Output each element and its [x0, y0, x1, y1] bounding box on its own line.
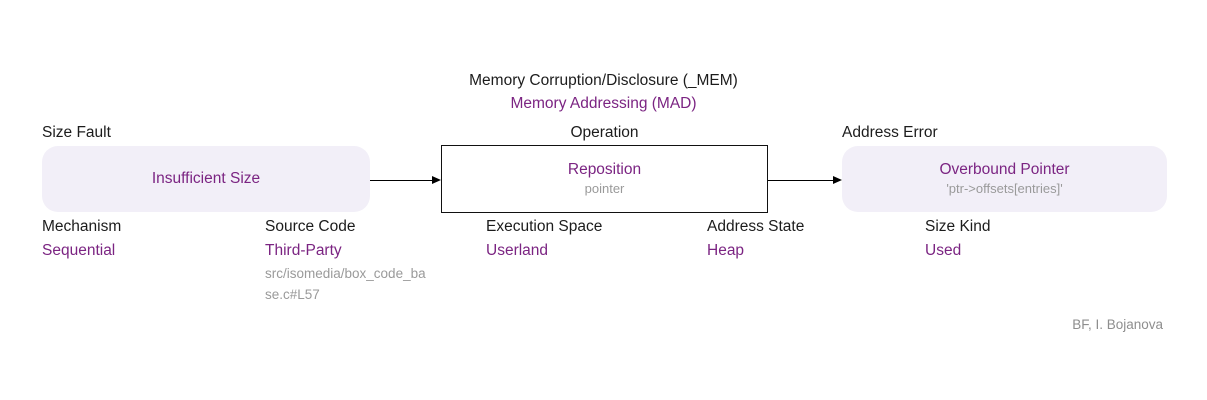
- fault-node: Insufficient Size: [42, 146, 370, 212]
- operation-node: Reposition pointer: [441, 145, 768, 213]
- fault-section-label: Size Fault: [42, 124, 111, 141]
- diagram-title: Memory Corruption/Disclosure (_MEM): [469, 72, 738, 89]
- attribute-execution-space: Execution Space Userland: [486, 218, 701, 260]
- source-code-path: src/isomedia/box_code_ba se.c#L57: [265, 263, 480, 305]
- arrow-fault-to-operation: [370, 175, 441, 184]
- attribute-label: Execution Space: [486, 218, 603, 235]
- attribute-label: Address State: [707, 218, 805, 235]
- attribute-value: Userland: [486, 242, 549, 259]
- error-node: Overbound Pointer 'ptr->offsets[entries]…: [842, 146, 1167, 212]
- source-code-path-line: se.c#L57: [265, 287, 320, 302]
- fault-node-value: Insufficient Size: [151, 170, 261, 187]
- error-section-label: Address Error: [842, 124, 938, 141]
- attribute-mechanism: Mechanism Sequential: [42, 218, 257, 260]
- source-code-path-line: src/isomedia/box_code_ba: [265, 266, 426, 281]
- attribute-label: Mechanism: [42, 218, 122, 235]
- operation-node-value: Reposition: [567, 161, 642, 178]
- operation-section-label: Operation: [570, 124, 639, 141]
- error-node-value: Overbound Pointer: [939, 161, 1070, 178]
- diagram-subtitle: Memory Addressing (MAD): [510, 95, 697, 112]
- attribute-value: Used: [925, 242, 962, 259]
- attribute-label: Source Code: [265, 218, 356, 235]
- attribute-address-state: Address State Heap: [707, 218, 922, 260]
- error-node-detail: 'ptr->offsets[entries]': [946, 181, 1063, 196]
- diagram-header: Memory Corruption/Disclosure (_MEM) Memo…: [0, 69, 1207, 115]
- arrow-operation-to-error: [768, 175, 842, 184]
- credit-text: BF, I. Bojanova: [1072, 317, 1163, 332]
- operation-node-operand: pointer: [584, 181, 625, 196]
- attribute-value: Sequential: [42, 242, 116, 259]
- attribute-source-code: Source Code Third-Party src/isomedia/box…: [265, 218, 480, 305]
- attribute-value: Heap: [707, 242, 745, 259]
- attribute-size-kind: Size Kind Used: [925, 218, 1140, 260]
- attribute-label: Size Kind: [925, 218, 991, 235]
- attribute-value: Third-Party: [265, 242, 342, 259]
